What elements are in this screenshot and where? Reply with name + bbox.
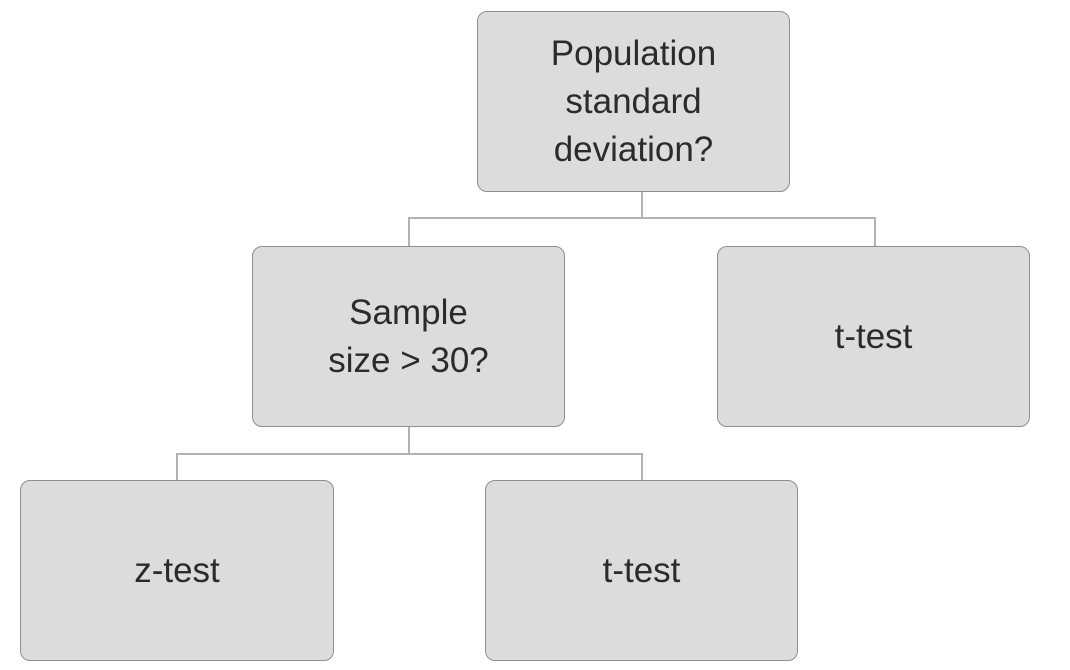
node-z-test: z-test (20, 480, 334, 661)
node-population-standard-deviation: Population standard deviation? (477, 11, 790, 192)
node-label: z-test (134, 550, 220, 590)
node-sample-size: Sample size > 30? (252, 246, 565, 427)
node-label: Sample size > 30? (328, 292, 489, 380)
connector-root-left-drop (408, 217, 410, 247)
connector-sample-stem (408, 426, 410, 454)
node-label: Population standard deviation? (550, 33, 717, 169)
connector-root-bar (408, 217, 876, 219)
node-label: t-test (834, 316, 913, 356)
connector-sample-right-drop (641, 453, 643, 481)
connector-root-right-drop (874, 217, 876, 247)
node-t-test-right: t-test (717, 246, 1030, 427)
connector-root-stem (641, 191, 643, 218)
node-t-test-bottom: t-test (485, 480, 798, 661)
connector-sample-left-drop (176, 453, 178, 481)
node-label: t-test (602, 550, 681, 590)
connector-sample-bar (176, 453, 643, 455)
